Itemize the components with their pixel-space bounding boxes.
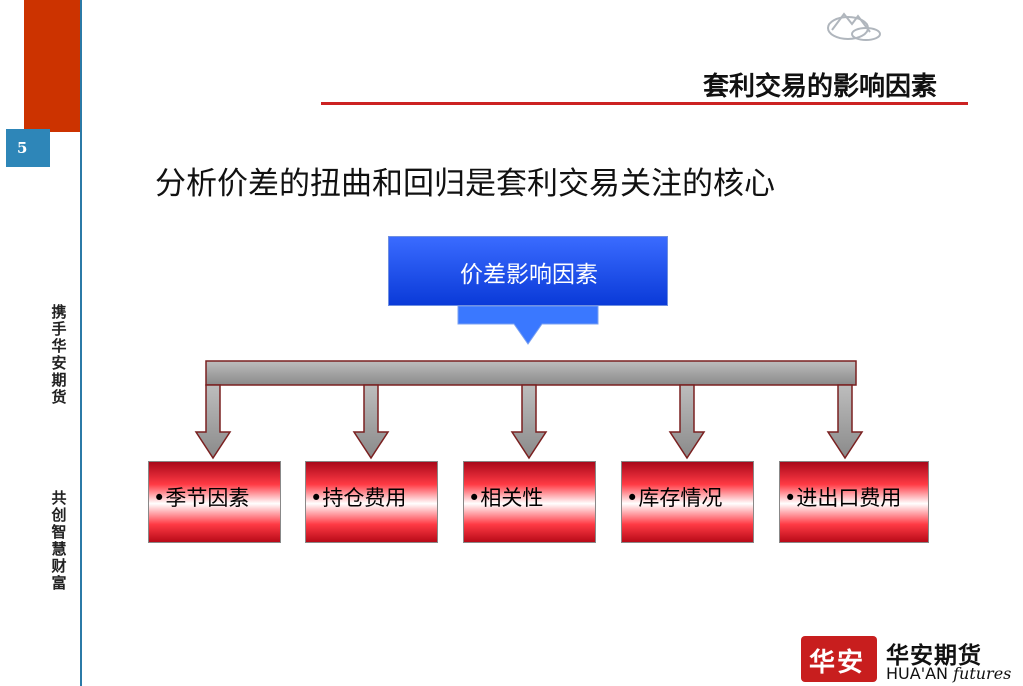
- brand-name-en-script: futures: [953, 664, 1012, 683]
- factor-box-correlation: •相关性: [463, 461, 596, 543]
- branch-arrow-1: [194, 384, 232, 460]
- sidebar: 5 携手华安期货 共创智慧财富: [0, 0, 82, 686]
- sidebar-slogan-2: 共创智慧财富: [51, 489, 67, 592]
- slide-title: 套利交易的影响因素: [702, 72, 937, 102]
- branch-arrow-4: [668, 384, 706, 460]
- branch-arrows: [194, 384, 864, 460]
- factor-box-carrying-cost: •持仓费用: [305, 461, 438, 543]
- seal-text: 华安: [809, 648, 866, 678]
- root-factor-label: 价差影响因素: [460, 262, 598, 288]
- factor-label: •库存情况: [626, 486, 723, 510]
- factor-label: •持仓费用: [310, 486, 407, 510]
- branch-arrow-3: [510, 384, 548, 460]
- factor-label: •相关性: [468, 486, 544, 510]
- factor-label: •进出口费用: [784, 486, 902, 510]
- seal-logo-icon: 华安: [801, 636, 877, 682]
- sidebar-slogan-1: 携手华安期货: [51, 303, 67, 406]
- mountain-logo-icon: [827, 12, 881, 41]
- branch-arrow-2: [352, 384, 390, 460]
- huaan-brand-logo: 华安 华安期货 HUA'AN futures: [801, 636, 1011, 684]
- brand-name-en: HUA'AN futures: [886, 664, 1011, 683]
- factor-label: •季节因素: [153, 486, 250, 510]
- page-number: 5: [6, 129, 50, 167]
- headline: 分析价差的扭曲和回归是套利交易关注的核心: [155, 166, 775, 202]
- title-underline: [321, 102, 968, 105]
- factor-box-seasonal: •季节因素: [148, 461, 281, 543]
- root-down-arrow: [457, 305, 599, 345]
- brand-name-cn: 华安期货: [886, 643, 982, 669]
- research-center-logo: [826, 4, 986, 44]
- factor-box-inventory: •库存情况: [621, 461, 754, 543]
- branch-arrow-5: [826, 384, 864, 460]
- brand-name-en-upper: HUA'AN: [886, 664, 948, 683]
- factor-box-import-export: •进出口费用: [779, 461, 929, 543]
- sidebar-white-strip: [0, 0, 24, 132]
- horizontal-connector-bar: [205, 360, 857, 386]
- root-factor-box: 价差影响因素: [388, 236, 668, 306]
